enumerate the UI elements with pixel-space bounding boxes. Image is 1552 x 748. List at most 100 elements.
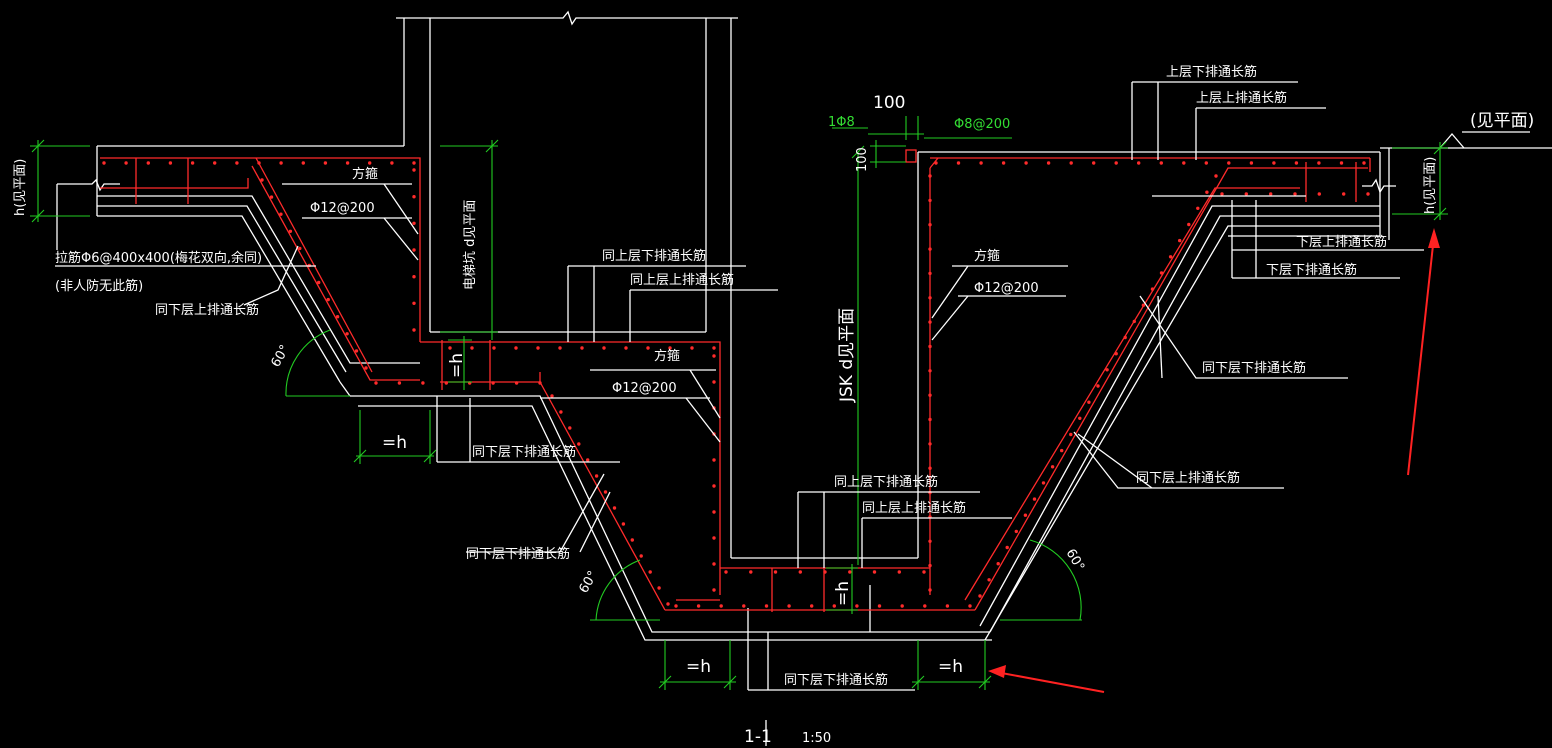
rebar-dot [412,221,416,225]
rebar-dot [855,604,859,608]
rebar-dot [538,381,542,385]
rebar-dot [124,161,128,165]
rebar-dot [832,604,836,608]
rebar-dot [1227,161,1231,165]
rebar-dot [412,161,416,165]
rebar-dot [364,366,368,370]
rebar-dot [1204,161,1209,165]
rebar-dot [345,161,350,165]
rebar-dot [872,570,877,574]
rebar-dots [102,161,1370,608]
rebar-dot [956,161,961,165]
rebar-dot [928,344,932,349]
label-angle-mid: 60° [576,569,601,596]
rebar-dot [1187,222,1191,227]
rebar-dot [624,346,628,350]
rebar-dot [928,247,932,251]
rebar-dot [594,474,599,478]
rebar-dot [491,381,495,385]
rebar-dot [558,346,562,350]
rebar-dot [928,174,932,178]
label-see-plan: (见平面) [1470,111,1534,131]
rebar-dot [712,510,716,514]
rebar-dot [1168,255,1173,259]
rebar-dot [900,604,904,608]
label-eq-h-3: =h [686,657,711,677]
rebar-dot [639,554,643,558]
rebar-dot [1220,192,1224,196]
rebar-dot [928,539,932,543]
rebar-dot [928,466,932,470]
label-angle-left: 60° [268,343,293,370]
label-same-lower-lower-right: 同下层下排通长筋 [1202,360,1306,376]
rebar-dot [1041,481,1046,485]
rebar-dot [444,381,448,385]
label-low-upper-right: 下层上排通长筋 [1296,234,1387,250]
label-top-upper-lower: 上层下排通长筋 [1166,64,1257,80]
rebar-dot [922,570,926,574]
label-top-upper-upper: 上层上排通长筋 [1196,90,1287,106]
rebar-dot [492,346,496,350]
rebar-dot [1159,161,1164,165]
rebar-dot [559,410,563,414]
label-low-lower-right: 下层下排通长筋 [1266,262,1357,278]
label-angle-right: 60° [1063,547,1088,574]
rebar-dot [979,161,983,165]
rebar-dot [712,354,716,358]
rebar-dot [690,346,694,350]
label-same-upper-lower-bot: 同上层下排通长筋 [834,474,938,490]
label-eq-h-4: =h [938,657,963,677]
rebar-dot [397,381,402,385]
rebar-dot [1159,271,1164,275]
rebar-dot [1272,161,1276,165]
rebar-dot [657,586,661,590]
rebar-dot [712,346,716,350]
rebar-dot [580,346,584,350]
rebar-dot [1123,335,1127,340]
section-label: 1-1 [744,727,772,747]
rebar-dot [577,442,581,446]
rebar-dot [928,588,932,592]
rebar-dot [1342,192,1346,196]
rebar-dot [1244,192,1249,196]
rebar-dot [412,248,416,252]
rebar-dot [568,426,572,430]
rebar-dot [798,570,802,574]
rebar-dot [168,161,173,165]
rebar-dot [602,346,606,350]
rebar-dot [448,346,452,350]
rebar-dot [945,604,950,608]
rebar-dot [787,604,791,608]
rebar-dot [928,198,932,203]
rebar-dot [712,536,716,540]
rebar-dot [1214,174,1218,178]
rebar-dot [928,271,932,276]
label-non-civil: (非人防无此筋) [55,278,143,294]
rebar-dot [1078,416,1082,420]
dimension-lines [30,116,1448,690]
rebar-dot [190,161,195,165]
rebar-dot [421,381,425,385]
rebar-dot [288,229,293,233]
rebar-dot [1069,432,1073,437]
rebar-dot [987,578,991,582]
label-phi12-left: Φ12@200 [310,201,375,216]
rebar-dot [1178,238,1182,243]
label-tie-bar: 拉筋Φ6@400x400(梅花双向,余同) [55,250,262,266]
rebar-dot [412,275,416,279]
rebar-dot [1024,161,1028,165]
text-labels: h(见平面) h(见平面) (见平面) 拉筋Φ6@400x400(梅花双向,余同… [13,64,1534,747]
rebar-dot [550,394,554,398]
rebar-dot [1105,368,1109,372]
rebar-dot [928,417,932,422]
label-right-h: h(见平面) [1423,157,1438,214]
rebar-dot [928,393,932,397]
rebar-dot [1150,287,1155,291]
rebar-dot [354,349,359,353]
rebar-dot [848,570,852,574]
leader-lines [55,81,1424,568]
rebar-dot [1092,161,1096,165]
rebar-dot [235,161,239,165]
rebar-dot [810,604,814,608]
